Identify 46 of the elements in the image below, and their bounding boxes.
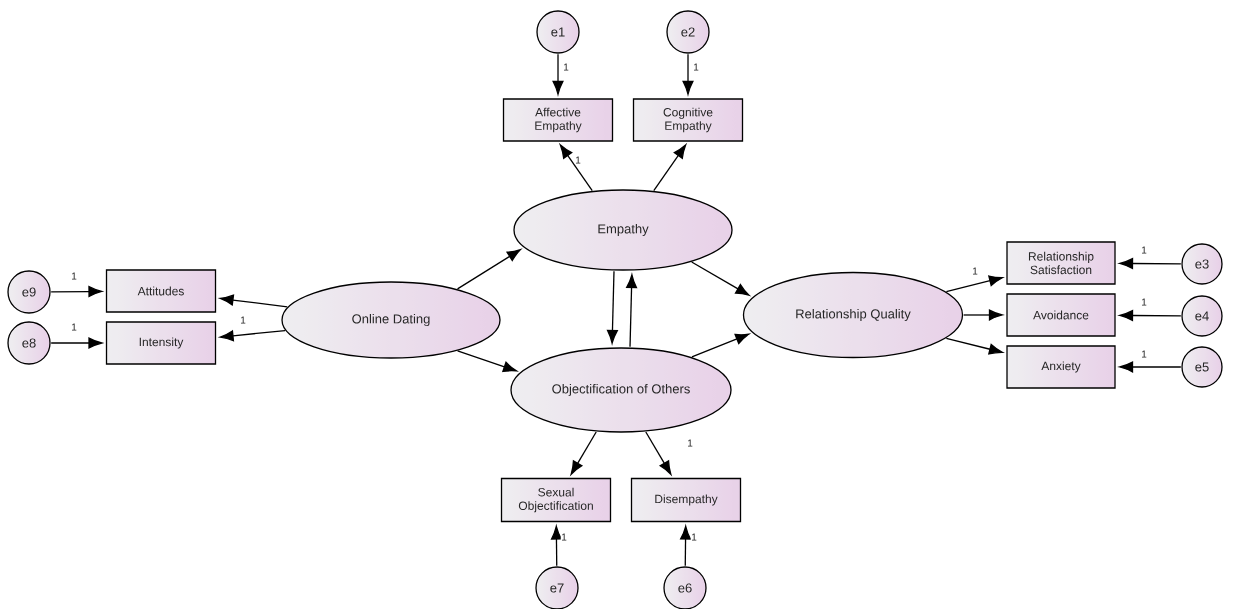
edge-label: 1 <box>562 63 570 71</box>
arrow <box>552 53 564 95</box>
arrow <box>559 144 593 192</box>
edge-label: 1 <box>1140 350 1148 358</box>
indicator-box: Relationship Satisfaction <box>1006 241 1116 285</box>
arrow <box>570 431 597 475</box>
edge-label: 1 <box>574 156 582 164</box>
indicator-box: Attitudes <box>105 269 217 313</box>
arrow <box>1119 361 1182 373</box>
edge-label: 1 <box>70 272 78 280</box>
arrow <box>653 144 687 192</box>
arrow <box>50 337 103 349</box>
arrow <box>50 286 103 298</box>
edge-label: 1 <box>239 316 247 324</box>
arrow <box>456 249 522 290</box>
arrow <box>945 337 1003 355</box>
arrow <box>680 525 692 567</box>
edge-label: 1 <box>971 267 979 275</box>
arrow <box>691 261 750 296</box>
arrow <box>219 294 288 308</box>
arrow <box>456 350 518 373</box>
arrow <box>963 309 1003 321</box>
indicator-box: Sexual Objectification <box>500 477 612 523</box>
edge-label: 1 <box>70 323 78 331</box>
arrow <box>691 333 750 358</box>
arrow <box>550 525 562 567</box>
arrow <box>1119 310 1182 321</box>
edge-label: 1 <box>560 533 568 541</box>
arrow <box>645 431 672 475</box>
arrow <box>626 274 638 348</box>
edge-label: 1 <box>690 533 698 541</box>
arrow <box>1119 258 1182 269</box>
edge-label: 1 <box>686 439 694 447</box>
edge-label: 1 <box>1140 246 1148 254</box>
indicator-box: Affective Empathy <box>502 98 614 142</box>
arrow <box>682 53 694 95</box>
arrow <box>219 329 286 342</box>
arrow <box>606 270 618 344</box>
indicator-box: Intensity <box>105 321 217 365</box>
arrow <box>945 275 1003 293</box>
indicator-box: Cognitive Empathy <box>632 98 744 142</box>
indicator-box: Anxiety <box>1006 345 1116 389</box>
indicator-box: Disempathy <box>630 477 742 523</box>
edge-label: 1 <box>1140 298 1148 306</box>
indicator-box: Avoidance <box>1006 293 1116 337</box>
edge-label: 1 <box>692 63 700 71</box>
